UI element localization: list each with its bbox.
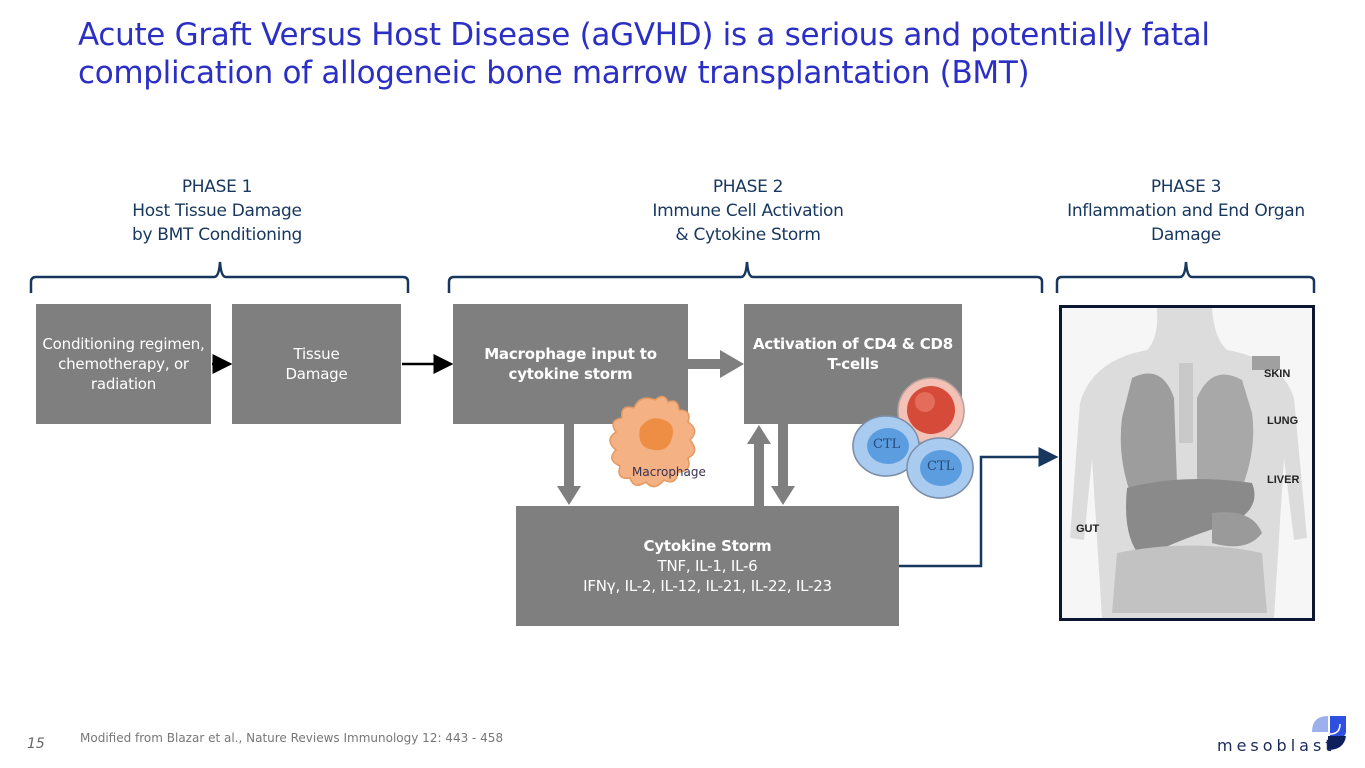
cytokine-storm-title: Cytokine Storm bbox=[643, 537, 772, 555]
macrophage-label: Macrophage bbox=[632, 465, 706, 479]
title-line-1: Acute Graft Versus Host Disease (aGVHD) … bbox=[78, 17, 1210, 53]
box-macrophage-input: Macrophage input to cytokine storm bbox=[453, 304, 688, 424]
ctl-label-1: CTL bbox=[873, 437, 901, 452]
phase-1-line-2: by BMT Conditioning bbox=[131, 225, 303, 245]
phase-2-label: PHASE 2 bbox=[712, 177, 784, 197]
arrow-activation-to-cytokine bbox=[771, 424, 795, 505]
title-line-2: complication of allogeneic bone marrow t… bbox=[78, 55, 1030, 91]
phase-2-line-2: & Cytokine Storm bbox=[675, 225, 821, 245]
phase-1-heading: PHASE 1 Host Tissue Damage by BMT Condit… bbox=[67, 175, 367, 247]
phase-1-line-1: Host Tissue Damage bbox=[132, 201, 302, 221]
phase-3-heading: PHASE 3 Inflammation and End Organ Damag… bbox=[1036, 175, 1336, 247]
activation-line-2: T-cells bbox=[827, 355, 879, 373]
torso-illustration-icon bbox=[1070, 308, 1307, 618]
organ-diagram: SKIN LUNG LIVER GUT bbox=[1059, 305, 1315, 621]
activation-line-1: Activation of CD4 & CD8 bbox=[752, 335, 953, 353]
source-citation: Modified from Blazar et al., Nature Revi… bbox=[80, 731, 504, 745]
organ-label-liver: LIVER bbox=[1267, 474, 1300, 486]
box-tissue-damage: Tissue Damage bbox=[232, 304, 401, 424]
phase-3-line-1: Inflammation and End Organ bbox=[1067, 201, 1305, 221]
ctl-label-2: CTL bbox=[927, 459, 955, 474]
phase-2-brace bbox=[447, 261, 1044, 293]
tissue-damage-line-1: Tissue bbox=[293, 345, 340, 363]
phase-3-label: PHASE 3 bbox=[1150, 177, 1222, 197]
phase-2-heading: PHASE 2 Immune Cell Activation & Cytokin… bbox=[598, 175, 898, 247]
phase-1-label: PHASE 1 bbox=[181, 177, 253, 197]
cytokine-storm-line-2: IFNγ, IL-2, IL-12, IL-21, IL-22, IL-23 bbox=[583, 577, 832, 595]
slide-title: Acute Graft Versus Host Disease (aGVHD) … bbox=[78, 16, 1298, 92]
conditioning-line-1: Conditioning regimen, bbox=[42, 335, 205, 353]
phase-3-line-2: Damage bbox=[1151, 225, 1221, 245]
phase-1-brace bbox=[29, 261, 410, 293]
organ-label-lung: LUNG bbox=[1267, 415, 1299, 427]
macrophage-input-line-1: Macrophage input to bbox=[484, 345, 657, 363]
brand-logo-text: mesoblast bbox=[1217, 736, 1336, 755]
arrow-cytokine-to-activation bbox=[747, 425, 771, 506]
mesoblast-logo-icon bbox=[1312, 716, 1346, 750]
conditioning-line-3: radiation bbox=[90, 375, 157, 393]
arrow-macrophage-to-activation bbox=[688, 350, 744, 378]
organ-label-gut: GUT bbox=[1076, 523, 1100, 535]
cytokine-storm-line-1: TNF, IL-1, IL-6 bbox=[657, 557, 758, 575]
conditioning-line-2: chemotherapy, or bbox=[58, 355, 189, 373]
macrophage-input-line-2: cytokine storm bbox=[508, 365, 633, 383]
tissue-damage-line-2: Damage bbox=[285, 365, 348, 383]
phase-3-brace bbox=[1055, 261, 1316, 293]
arrow-cytokine-to-organs bbox=[899, 447, 1059, 568]
box-cytokine-storm: Cytokine Storm TNF, IL-1, IL-6 IFNγ, IL-… bbox=[516, 506, 899, 626]
box-conditioning-regimen: Conditioning regimen, chemotherapy, or r… bbox=[36, 304, 211, 424]
box-t-cell-activation: Activation of CD4 & CD8 T-cells bbox=[744, 304, 962, 424]
organ-label-skin: SKIN bbox=[1264, 368, 1291, 380]
arrow-macrophage-to-cytokine bbox=[557, 424, 581, 505]
phase-2-line-1: Immune Cell Activation bbox=[652, 201, 844, 221]
page-number: 15 bbox=[27, 736, 45, 752]
